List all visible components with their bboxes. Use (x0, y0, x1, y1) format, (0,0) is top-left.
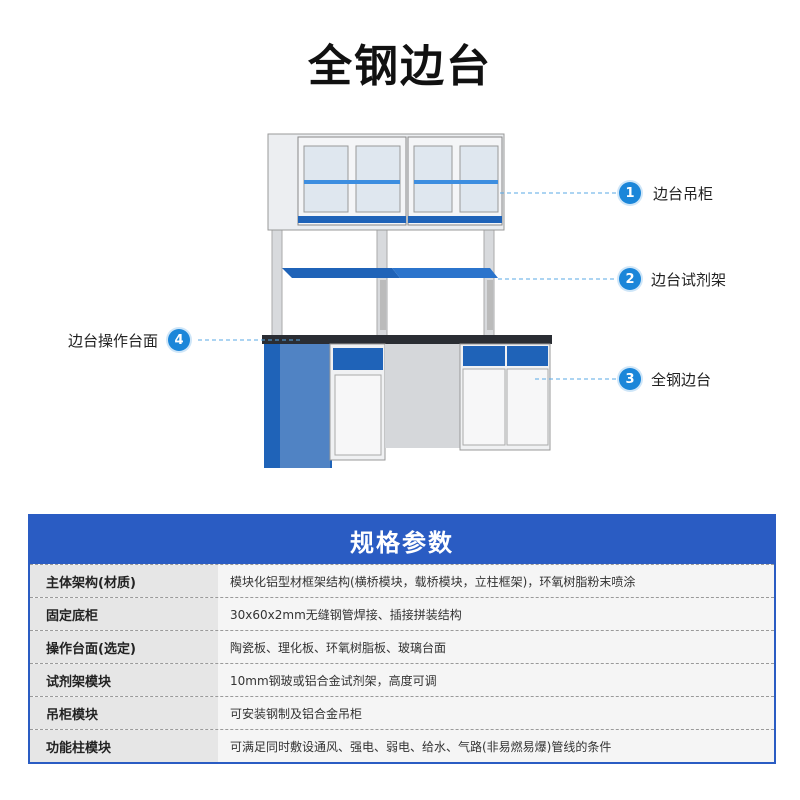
spec-label: 功能柱模块 (30, 730, 218, 762)
spec-label: 试剂架模块 (30, 664, 218, 696)
spec-label: 操作台面(选定) (30, 631, 218, 663)
table-row: 主体架构(材质) 模块化铝型材框架结构(横桥模块，载桥模块，立柱框架)，环氧树脂粉… (30, 564, 774, 597)
callout-label: 边台吊柜 (653, 184, 714, 203)
callout-reagent-shelf: 2 边台试剂架 (619, 268, 726, 290)
spec-value: 可满足同时敷设通风、强电、弱电、给水、气路(非易燃易爆)管线的条件 (230, 739, 612, 754)
callout-number: 3 (619, 368, 641, 390)
callout-number: 1 (619, 182, 641, 204)
base-cabinet (264, 343, 551, 468)
callout-number: 2 (619, 268, 641, 290)
callout-label: 边台操作台面 (68, 331, 159, 350)
worktop (262, 335, 552, 344)
table-row: 操作台面(选定) 陶瓷板、理化板、环氧树脂板、玻璃台面 (30, 630, 774, 663)
spec-value: 10mm钢玻或铝合金试剂架，高度可调 (230, 673, 437, 688)
reagent-shelf (282, 268, 498, 278)
callout-number: 4 (168, 329, 191, 351)
table-row: 固定底柜 30x60x2mm无缝钢管焊接、插接拼装结构 (30, 597, 774, 630)
spec-value: 陶瓷板、理化板、环氧树脂板、玻璃台面 (230, 640, 447, 655)
spec-label: 主体架构(材质) (30, 565, 218, 597)
spec-value: 模块化铝型材框架结构(横桥模块，载桥模块，立柱框架)，环氧树脂粉末喷涂 (230, 574, 636, 589)
lab-bench-illustration (198, 133, 618, 468)
table-row: 吊柜模块可安装钢制及铝合金吊柜 (30, 696, 774, 729)
callout-steel-bench: 3 全钢边台 (619, 368, 711, 390)
spec-label: 吊柜模块 (30, 697, 218, 729)
spec-heading: 规格参数 (30, 516, 774, 564)
callout-label: 全钢边台 (651, 370, 712, 389)
leader-lines (198, 192, 618, 380)
support-columns (271, 227, 495, 341)
spec-table: 规格参数 主体架构(材质) 模块化铝型材框架结构(横桥模块，载桥模块，立柱框架)，… (28, 514, 776, 764)
spec-label: 固定底柜 (30, 598, 218, 630)
wall-cabinet (267, 133, 505, 231)
page-title: 全钢边台 (308, 41, 492, 92)
table-row: 试剂架模块 10mm钢玻或铝合金试剂架，高度可调 (30, 663, 774, 696)
table-row: 功能柱模块可满足同时敷设通风、强电、弱电、给水、气路(非易燃易爆)管线的条件 (30, 729, 774, 762)
callout-wall-cabinet: 1 边台吊柜 (619, 182, 713, 204)
spec-value: 30x60x2mm无缝钢管焊接、插接拼装结构 (230, 607, 462, 622)
callout-label: 边台试剂架 (651, 270, 727, 289)
callout-worktop: 边台操作台面 4 (68, 329, 191, 351)
spec-value: 可安装钢制及铝合金吊柜 (230, 706, 363, 721)
